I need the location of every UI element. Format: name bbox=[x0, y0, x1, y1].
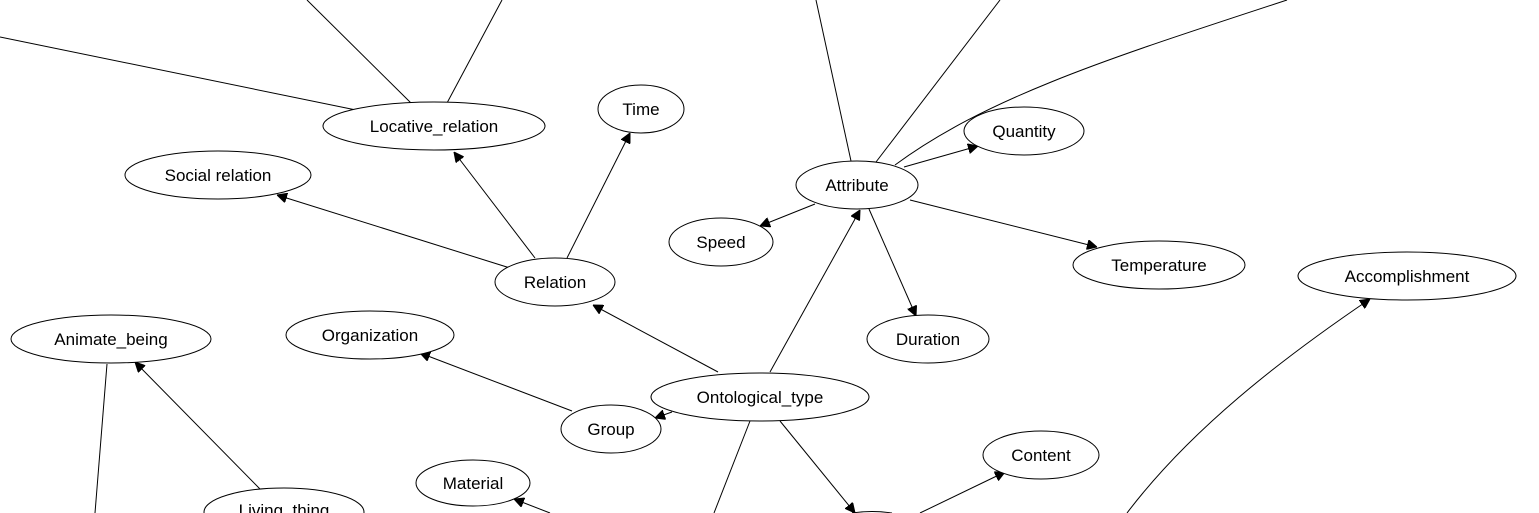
edge-living-thing-to-animate-being bbox=[135, 362, 261, 490]
node-content-label: Content bbox=[1011, 446, 1071, 465]
node-material[interactable]: Material bbox=[415, 459, 531, 507]
node-duration-shape bbox=[866, 314, 990, 364]
node-living-thing-label: Living_thing bbox=[239, 501, 330, 513]
node-ontological-type-shape bbox=[650, 372, 870, 422]
edge-ontological-type-to-relation bbox=[593, 305, 719, 373]
node-attribute-shape bbox=[795, 160, 919, 210]
node-content-shape bbox=[982, 430, 1100, 480]
edge-attribute-to-quantity bbox=[903, 146, 978, 168]
edge-ontological-type-to-group bbox=[655, 412, 673, 418]
edge-below-to-material bbox=[514, 499, 551, 513]
node-accomplishment[interactable]: Accomplishment bbox=[1297, 251, 1517, 301]
edge-offscreen-to-attribute-3 bbox=[894, 0, 1288, 166]
node-relation-shape bbox=[494, 257, 616, 307]
edge-offscreen-to-attribute-1 bbox=[815, 0, 852, 162]
node-social-relation-label: Social relation bbox=[165, 166, 272, 185]
node-material-label: Material bbox=[443, 474, 503, 493]
edge-below-to-accomplishment bbox=[1126, 299, 1370, 513]
node-duration-label: Duration bbox=[896, 330, 960, 349]
node-organization-label: Organization bbox=[322, 326, 418, 345]
nodes: Locative_relation Time Social relation R… bbox=[10, 84, 1517, 513]
node-group[interactable]: Group bbox=[560, 404, 662, 454]
node-accomplishment-label: Accomplishment bbox=[1345, 267, 1470, 286]
node-locative-relation-shape bbox=[322, 101, 546, 151]
edge-ontological-type-to-attribute bbox=[769, 210, 860, 373]
edge-attribute-to-duration bbox=[868, 208, 916, 316]
node-animate-being-shape bbox=[10, 314, 212, 364]
edges bbox=[0, 0, 1370, 513]
node-organization-shape bbox=[285, 310, 455, 360]
node-attribute[interactable]: Attribute bbox=[795, 160, 919, 210]
node-time[interactable]: Time bbox=[597, 84, 685, 134]
node-speed-shape bbox=[668, 217, 774, 267]
edge-relation-to-social-relation bbox=[277, 195, 511, 269]
edge-attribute-to-temperature bbox=[909, 199, 1097, 247]
edge-group-to-organization bbox=[420, 353, 573, 412]
node-animate-being[interactable]: Animate_being bbox=[10, 314, 212, 364]
node-group-label: Group bbox=[587, 420, 634, 439]
node-animate-being-label: Animate_being bbox=[54, 330, 167, 349]
node-temperature-shape bbox=[1072, 240, 1246, 290]
node-time-label: Time bbox=[622, 100, 659, 119]
edge-offscreen-to-locative-relation-3 bbox=[446, 0, 503, 104]
edge-relation-to-locative-relation bbox=[454, 152, 536, 259]
edge-offscreen-to-locative-relation-2 bbox=[306, 0, 413, 105]
node-locative-relation-label: Locative_relation bbox=[370, 117, 499, 136]
edge-ontological-type-down-right bbox=[779, 420, 855, 513]
node-relation-label: Relation bbox=[524, 273, 586, 292]
edge-offscreen-to-locative-relation-1 bbox=[0, 36, 357, 111]
node-speed[interactable]: Speed bbox=[668, 217, 774, 267]
node-living-thing[interactable]: Living_thing bbox=[203, 487, 365, 513]
node-locative-relation[interactable]: Locative_relation bbox=[322, 101, 546, 151]
edge-relation-to-time bbox=[566, 133, 630, 259]
node-living-thing-shape bbox=[203, 487, 365, 513]
edge-attribute-to-speed bbox=[760, 203, 816, 226]
node-speed-label: Speed bbox=[696, 233, 745, 252]
node-temperature[interactable]: Temperature bbox=[1072, 240, 1246, 290]
node-social-relation-shape bbox=[124, 150, 312, 200]
node-material-shape bbox=[415, 459, 531, 507]
node-quantity[interactable]: Quantity bbox=[963, 106, 1085, 156]
node-quantity-label: Quantity bbox=[992, 122, 1056, 141]
node-group-shape bbox=[560, 404, 662, 454]
node-relation[interactable]: Relation bbox=[494, 257, 616, 307]
node-attribute-label: Attribute bbox=[825, 176, 888, 195]
edge-offscreen-to-attribute-2 bbox=[875, 0, 1001, 163]
edge-animate-being-down bbox=[94, 363, 108, 513]
node-duration[interactable]: Duration bbox=[866, 314, 990, 364]
node-accomplishment-shape bbox=[1297, 251, 1517, 301]
node-ontological-type[interactable]: Ontological_type bbox=[650, 372, 870, 422]
edge-below-to-content bbox=[919, 472, 1005, 513]
node-time-shape bbox=[597, 84, 685, 134]
node-organization[interactable]: Organization bbox=[285, 310, 455, 360]
node-social-relation[interactable]: Social relation bbox=[124, 150, 312, 200]
node-content[interactable]: Content bbox=[982, 430, 1100, 480]
node-ontological-type-label: Ontological_type bbox=[697, 388, 824, 407]
edge-ontological-type-down-left bbox=[713, 420, 751, 513]
node-quantity-shape bbox=[963, 106, 1085, 156]
node-temperature-label: Temperature bbox=[1111, 256, 1206, 275]
